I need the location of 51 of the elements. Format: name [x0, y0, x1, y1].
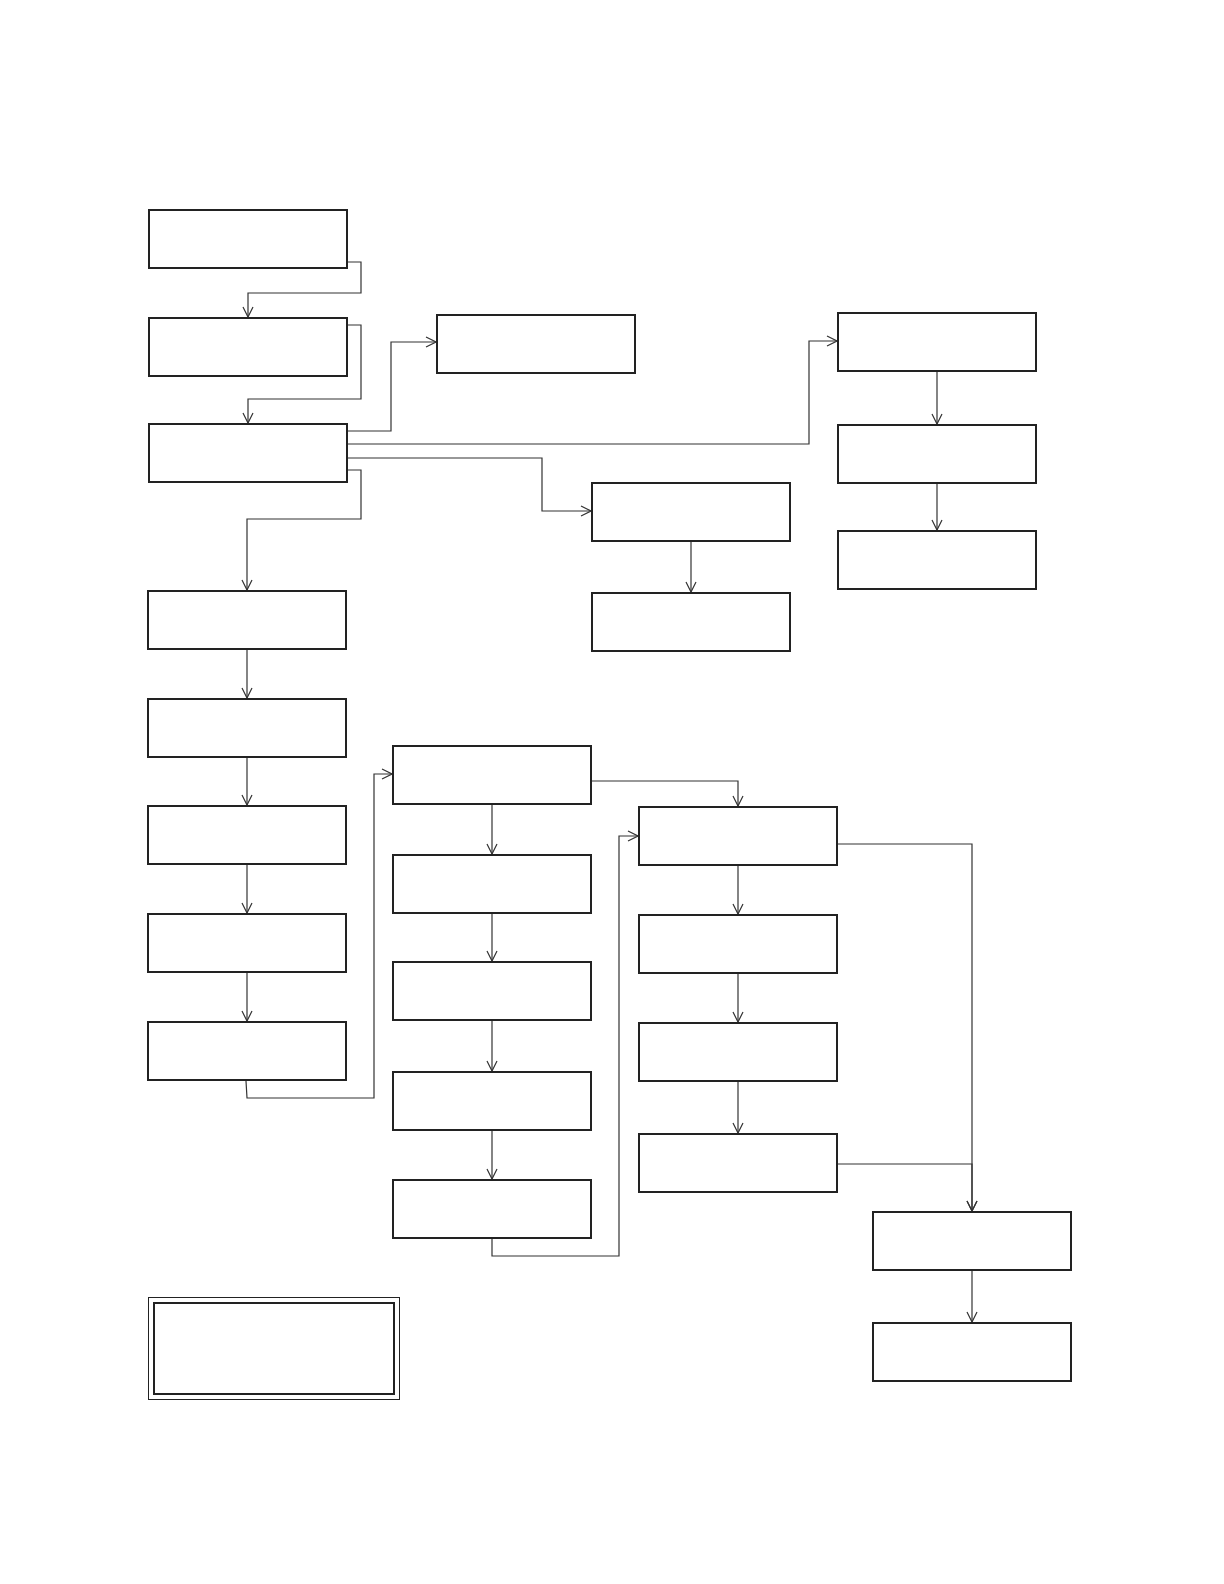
arrow: [347, 335, 838, 445]
arrow: [591, 780, 744, 807]
process-box: [392, 1179, 592, 1239]
process-box: [147, 698, 347, 758]
process-box: [392, 745, 592, 805]
process-box: [148, 423, 348, 483]
process-box: [147, 805, 347, 865]
process-box: [837, 530, 1037, 590]
arrow: [732, 1081, 744, 1134]
process-box: [837, 424, 1037, 484]
double-frame-box: [148, 1297, 400, 1400]
arrow: [347, 336, 437, 432]
process-box: [872, 1211, 1072, 1271]
process-box: [638, 1133, 838, 1193]
arrow: [241, 757, 253, 806]
process-box: [591, 482, 791, 542]
arrow: [966, 1270, 978, 1323]
process-box: [147, 1021, 347, 1081]
process-box: [638, 806, 838, 866]
arrow: [486, 913, 498, 962]
arrow: [491, 830, 639, 1257]
process-box: [591, 592, 791, 652]
arrow: [245, 768, 393, 1099]
process-box: [392, 1071, 592, 1131]
process-box: [837, 312, 1037, 372]
arrow: [732, 973, 744, 1023]
process-box: [392, 854, 592, 914]
process-box: [392, 961, 592, 1021]
arrow: [837, 1163, 978, 1212]
process-box: [147, 913, 347, 973]
arrow: [242, 261, 362, 318]
process-box: [148, 317, 348, 377]
process-box: [147, 590, 347, 650]
process-box: [148, 209, 348, 269]
arrow: [931, 483, 943, 531]
arrow: [241, 972, 253, 1022]
arrow: [241, 864, 253, 914]
arrow: [486, 1130, 498, 1180]
arrow: [931, 371, 943, 425]
arrow: [241, 469, 362, 591]
arrow: [347, 457, 592, 517]
arrow: [486, 804, 498, 855]
process-box: [872, 1322, 1072, 1382]
arrow: [242, 324, 362, 424]
arrow: [732, 865, 744, 915]
arrow: [241, 649, 253, 699]
process-box: [436, 314, 636, 374]
process-box: [638, 1022, 838, 1082]
arrow: [486, 1020, 498, 1072]
arrow: [685, 541, 697, 593]
process-box: [638, 914, 838, 974]
